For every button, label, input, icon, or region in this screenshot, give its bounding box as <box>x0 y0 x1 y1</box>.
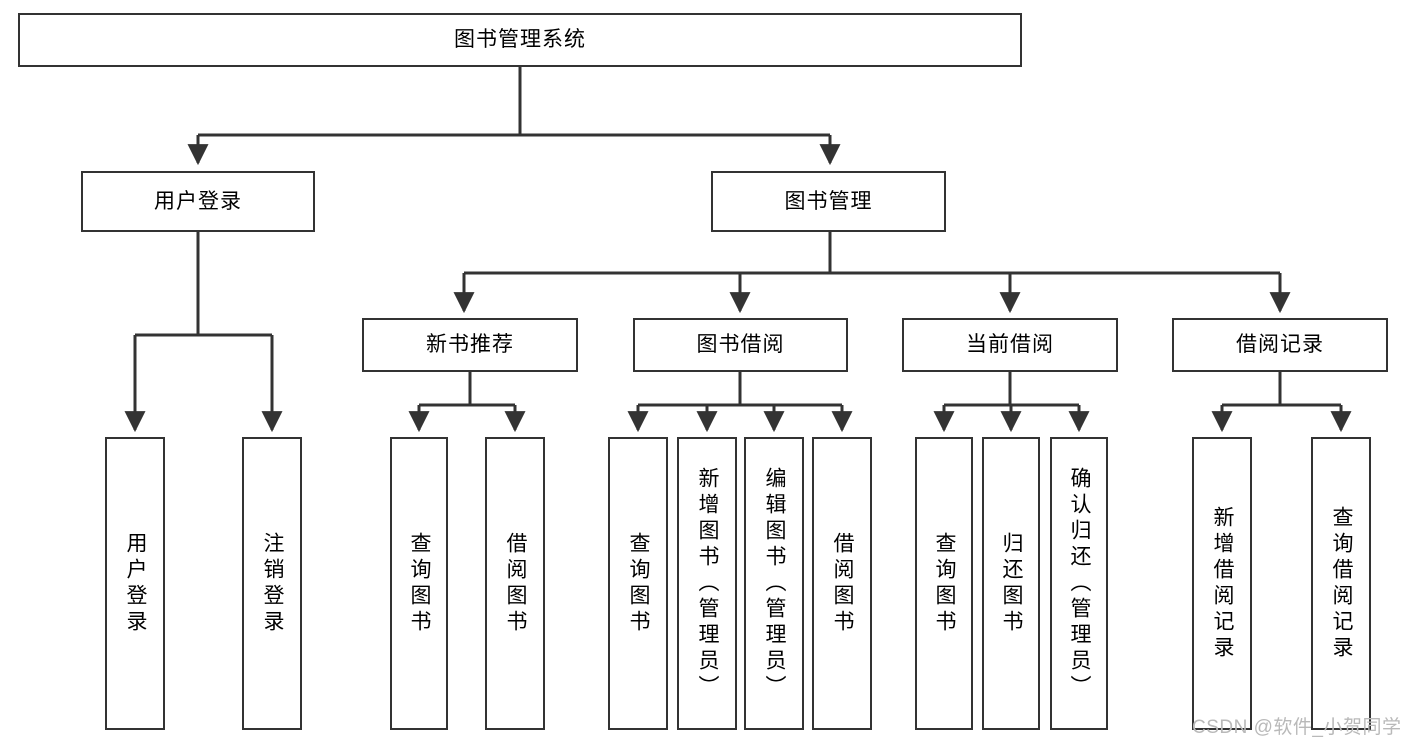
leaf-user-login[interactable]: 用户登录 <box>105 437 165 730</box>
node-current-borrow[interactable]: 当前借阅 <box>902 318 1118 372</box>
leaf-logout-login[interactable]: 注销登录 <box>242 437 302 730</box>
node-book-borrow[interactable]: 图书借阅 <box>633 318 848 372</box>
node-user-login[interactable]: 用户登录 <box>81 171 315 232</box>
leaf-borrow-books-new[interactable]: 借阅图书 <box>485 437 545 730</box>
node-label: 借阅图书 <box>504 531 528 636</box>
leaf-query-books-borrow[interactable]: 查询图书 <box>608 437 668 730</box>
node-label: 图书管理系统 <box>454 28 586 52</box>
leaf-add-borrow-record[interactable]: 新增借阅记录 <box>1192 437 1252 730</box>
node-label: 注销登录 <box>261 531 285 636</box>
node-label: 确认归还（管理员） <box>1068 466 1092 701</box>
node-label: 查询借阅记录 <box>1330 505 1354 662</box>
node-borrow-records[interactable]: 借阅记录 <box>1172 318 1388 372</box>
node-label: 借阅图书 <box>831 531 855 636</box>
leaf-confirm-return-admin[interactable]: 确认归还（管理员） <box>1050 437 1108 730</box>
leaf-borrow-book[interactable]: 借阅图书 <box>812 437 872 730</box>
node-book-management[interactable]: 图书管理 <box>711 171 946 232</box>
node-label: 用户登录 <box>124 531 148 636</box>
node-label: 新书推荐 <box>426 333 514 357</box>
node-root-system[interactable]: 图书管理系统 <box>18 13 1022 67</box>
leaf-return-book[interactable]: 归还图书 <box>982 437 1040 730</box>
csdn-watermark: CSDN @软件_小贺同学 <box>1192 717 1402 738</box>
node-new-book-recommend[interactable]: 新书推荐 <box>362 318 578 372</box>
leaf-query-books-new[interactable]: 查询图书 <box>390 437 448 730</box>
leaf-query-books-current[interactable]: 查询图书 <box>915 437 973 730</box>
node-label: 查询图书 <box>627 531 651 636</box>
node-label: 用户登录 <box>154 189 242 213</box>
leaf-query-borrow-record[interactable]: 查询借阅记录 <box>1311 437 1371 730</box>
node-label: 查询图书 <box>408 531 432 636</box>
leaf-add-book-admin[interactable]: 新增图书（管理员） <box>677 437 737 730</box>
node-label: 图书管理 <box>784 189 873 213</box>
node-label: 当前借阅 <box>966 333 1054 357</box>
node-label: 图书借阅 <box>696 333 785 357</box>
node-label: 新增借阅记录 <box>1211 505 1235 662</box>
node-label: 借阅记录 <box>1236 333 1324 357</box>
leaf-edit-book-admin[interactable]: 编辑图书（管理员） <box>744 437 804 730</box>
node-label: 查询图书 <box>933 531 957 636</box>
node-label: 新增图书（管理员） <box>696 466 720 701</box>
node-label: 编辑图书（管理员） <box>763 466 787 701</box>
node-label: 归还图书 <box>1000 531 1024 636</box>
